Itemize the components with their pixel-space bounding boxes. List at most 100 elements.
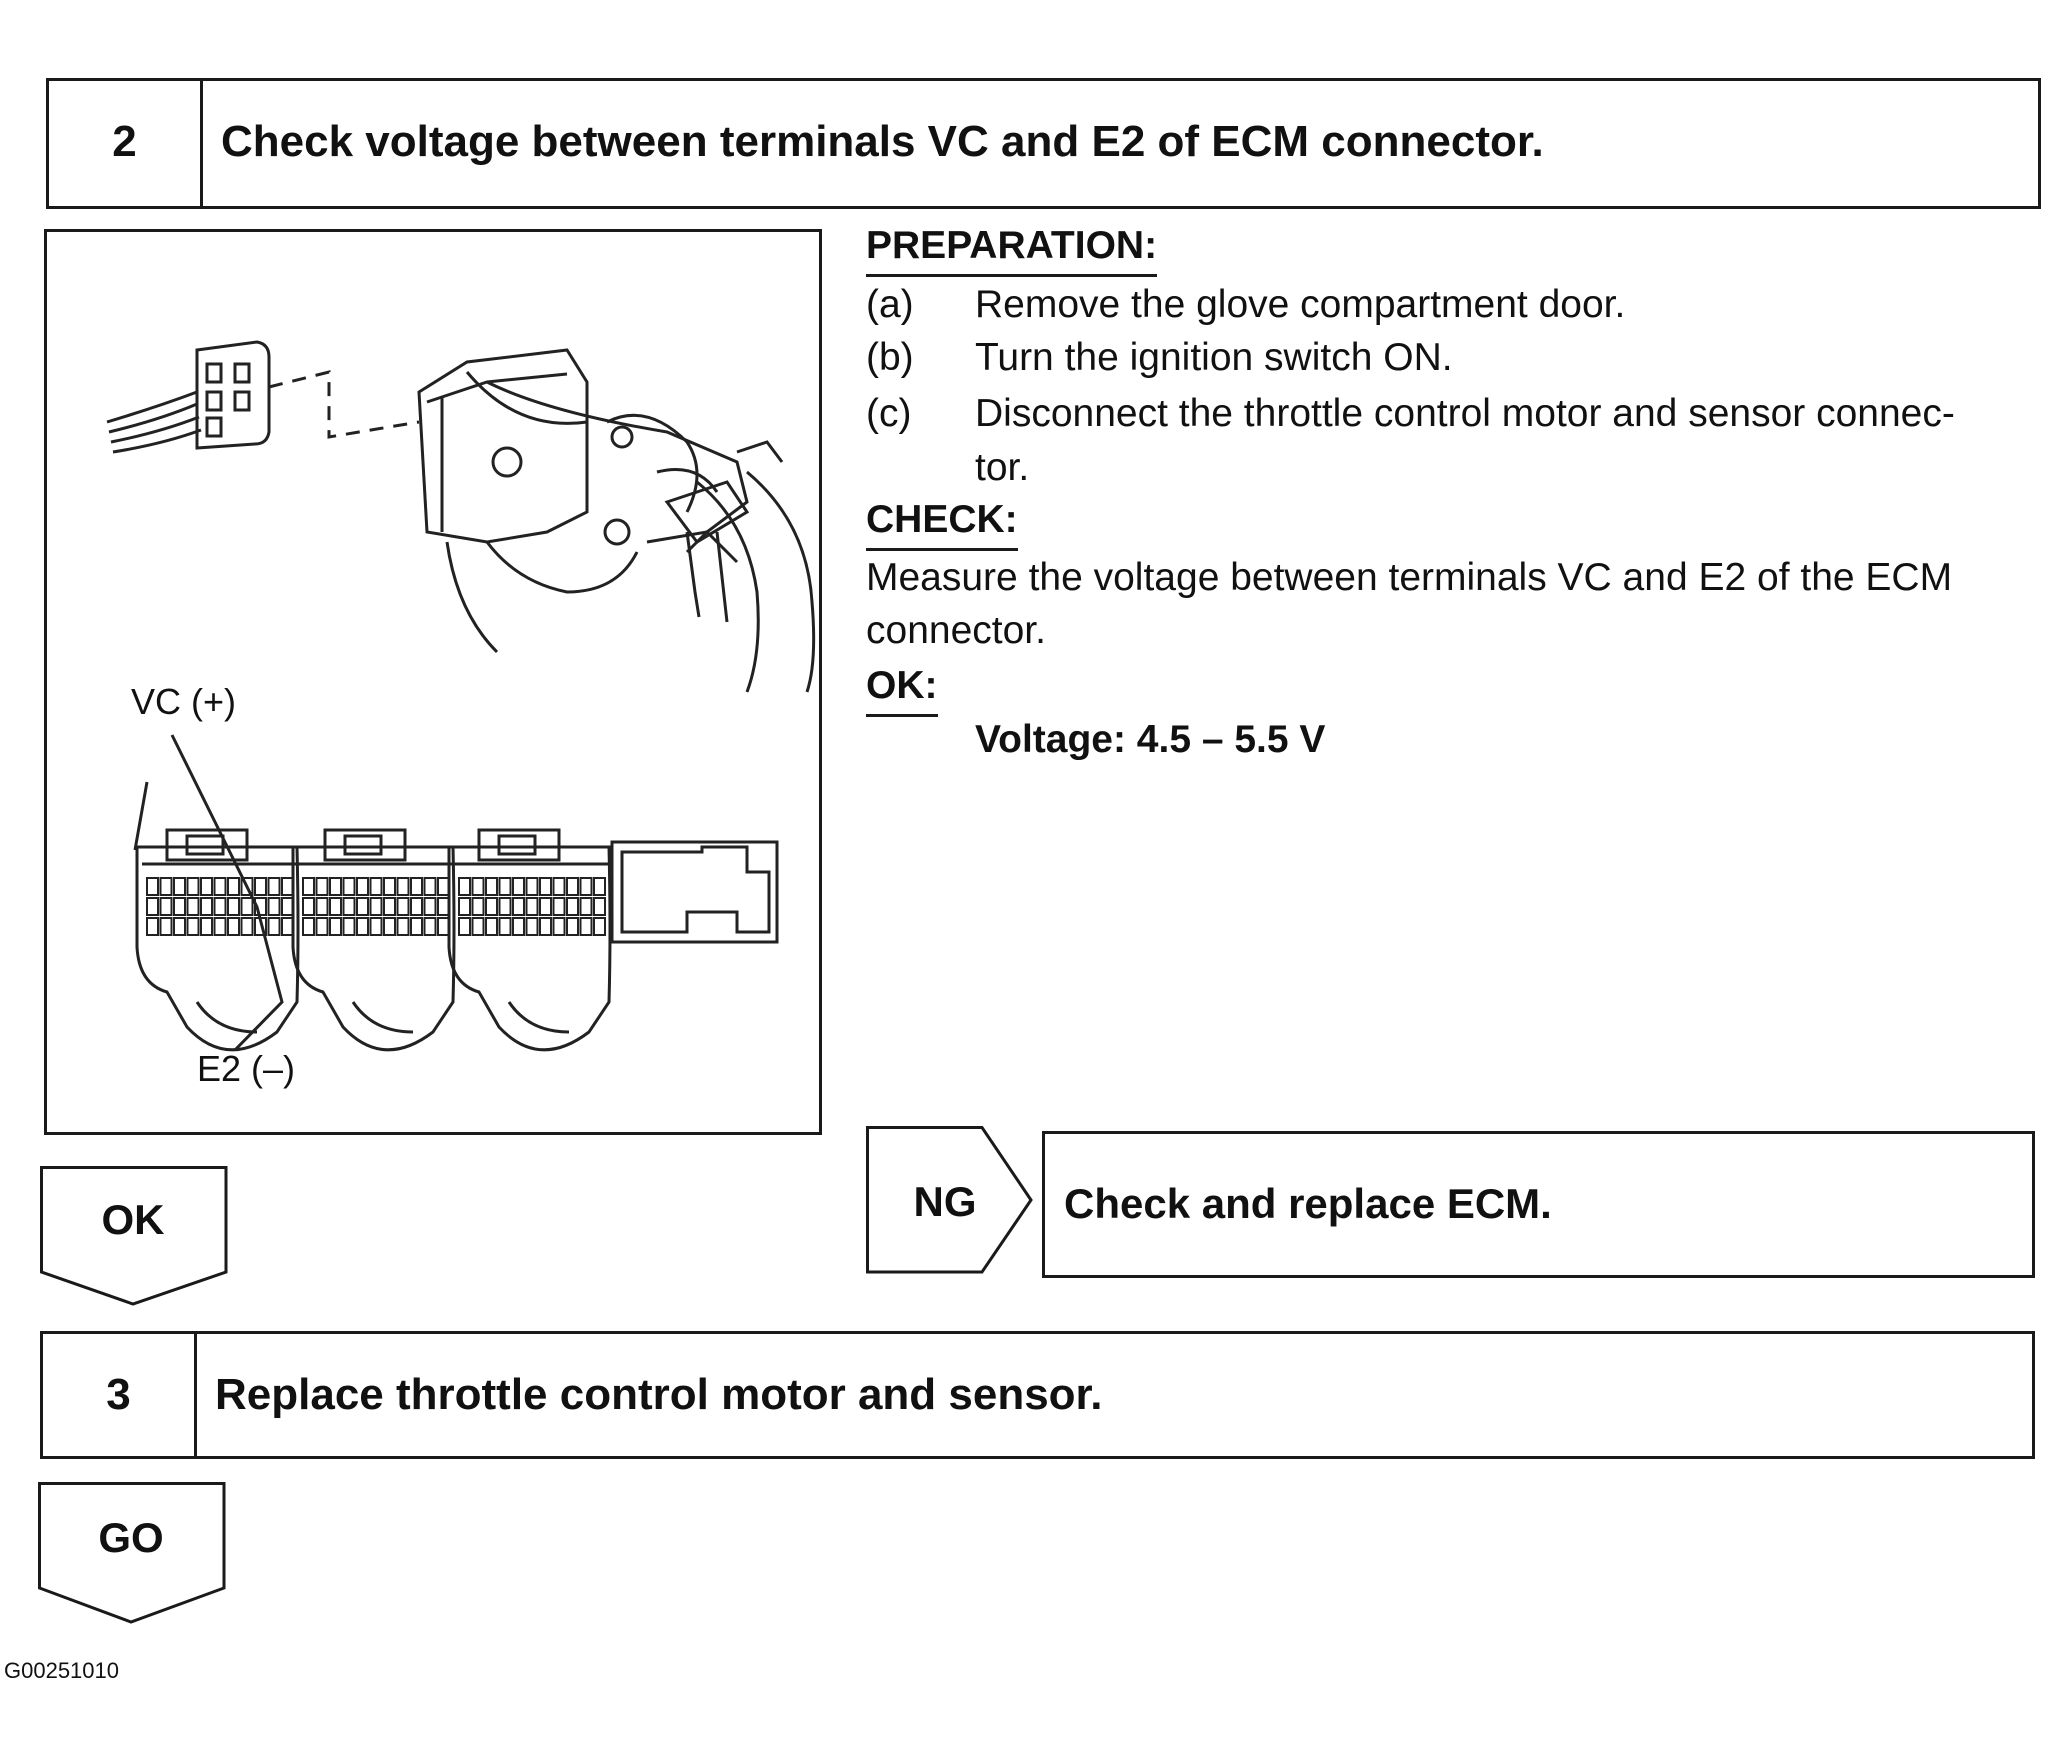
ecm-pin (281, 877, 294, 896)
ecm-pin (552, 917, 566, 936)
ecm-pin (566, 917, 579, 936)
ecm-pin (254, 897, 267, 916)
ecm-pin (437, 877, 450, 896)
ecm-pin (410, 917, 423, 936)
ecm-pin (552, 897, 566, 916)
ecm-pin (342, 917, 356, 936)
ecm-pin (240, 917, 254, 936)
step-3-header: 3 Replace throttle control motor and sen… (40, 1331, 2035, 1459)
ecm-pin (383, 917, 396, 936)
ecm-pin-grids (146, 877, 606, 936)
throttle-body-illustration (106, 340, 816, 1052)
ecm-pin (227, 897, 240, 916)
ecm-pin (539, 917, 552, 936)
ecm-pin (186, 897, 200, 916)
ecm-pin (525, 877, 539, 896)
step-2-header: 2 Check voltage between terminals VC and… (46, 78, 2041, 209)
prep-text-b: Turn the ignition switch ON. (975, 336, 1453, 379)
ecm-pin (423, 917, 437, 936)
ecm-pin (240, 877, 254, 896)
preparation-heading: PREPARATION: (866, 224, 1158, 277)
vc-terminal-label: VC (+) (131, 681, 237, 722)
ecm-pin (458, 877, 471, 896)
e2-terminal-label: E2 (–) (197, 1048, 296, 1089)
ecm-pin (396, 877, 410, 896)
ecm-pin (566, 897, 579, 916)
ecm-pin (159, 877, 173, 896)
ecm-pin (281, 917, 294, 936)
ecm-pin (485, 897, 498, 916)
ecm-pin (423, 877, 437, 896)
ecm-pin (173, 877, 186, 896)
ecm-pin (254, 877, 267, 896)
ng-arrow-label: NG (913, 1178, 977, 1225)
ecm-pin (396, 897, 410, 916)
ecm-pin (539, 877, 552, 896)
ecm-pin (315, 917, 329, 936)
ecm-pin (302, 897, 315, 916)
ecm-pin (471, 917, 485, 936)
step-3-divider (194, 1334, 197, 1456)
ecm-pin (315, 877, 329, 896)
go-arrow-shape (38, 1482, 226, 1624)
prep-text-c-continued: tor. (975, 446, 1030, 489)
ecm-pin (186, 917, 200, 936)
ecm-pin (539, 897, 552, 916)
ecm-pin (458, 897, 471, 916)
ecm-pin (329, 877, 342, 896)
step-2-title: Check voltage between terminals VC and E… (221, 117, 1544, 166)
check-text-line2: connector. (866, 609, 1046, 652)
ng-result-text: Check and replace ECM. (1064, 1180, 1552, 1227)
ecm-pin (267, 897, 281, 916)
ecm-pin (159, 917, 173, 936)
connector-figure: VC (+) E2 (–) (44, 229, 822, 1135)
ecm-pin (315, 897, 329, 916)
ecm-pin (512, 917, 525, 936)
ecm-pin (342, 897, 356, 916)
ecm-pin (593, 917, 606, 936)
ng-result-box: Check and replace ECM. (1042, 1131, 2035, 1278)
ecm-pin (498, 897, 512, 916)
ecm-pin (267, 877, 281, 896)
ecm-pin (423, 897, 437, 916)
ecm-pin (329, 917, 342, 936)
ecm-pin (512, 897, 525, 916)
ecm-pin (356, 917, 369, 936)
prep-marker-b: (b) (866, 336, 914, 379)
prep-marker-a: (a) (866, 283, 914, 326)
ecm-pin (369, 877, 383, 896)
ecm-pin (227, 917, 240, 936)
ecm-pin (498, 877, 512, 896)
ecm-pin (200, 877, 213, 896)
ecm-pin (512, 877, 525, 896)
ecm-pin (579, 917, 593, 936)
ecm-pin (525, 897, 539, 916)
ecm-pin (329, 897, 342, 916)
ecm-pin (383, 877, 396, 896)
ecm-pin (437, 917, 450, 936)
go-arrow-label: GO (98, 1514, 164, 1561)
ecm-pin (342, 877, 356, 896)
ecm-pin (173, 917, 186, 936)
ecm-pin (213, 877, 227, 896)
ecm-pin (410, 897, 423, 916)
ecm-pin (593, 897, 606, 916)
prep-text-a: Remove the glove compartment door. (975, 283, 1626, 326)
figure-code: G00251010 (4, 1658, 119, 1683)
prep-text-c: Disconnect the throttle control motor an… (975, 392, 1955, 435)
ecm-pin (281, 897, 294, 916)
ecm-pin (593, 877, 606, 896)
ecm-pin (579, 877, 593, 896)
ecm-pin (146, 877, 159, 896)
ecm-pin (566, 877, 579, 896)
ecm-pin (173, 897, 186, 916)
ecm-pin (302, 917, 315, 936)
ecm-pin (552, 877, 566, 896)
ecm-pin (267, 917, 281, 936)
ng-arrow-shape (866, 1126, 1033, 1274)
ecm-pin (302, 877, 315, 896)
ecm-pin (146, 897, 159, 916)
ecm-pin (159, 897, 173, 916)
step-2-number: 2 (112, 117, 137, 166)
ecm-pin (356, 897, 369, 916)
